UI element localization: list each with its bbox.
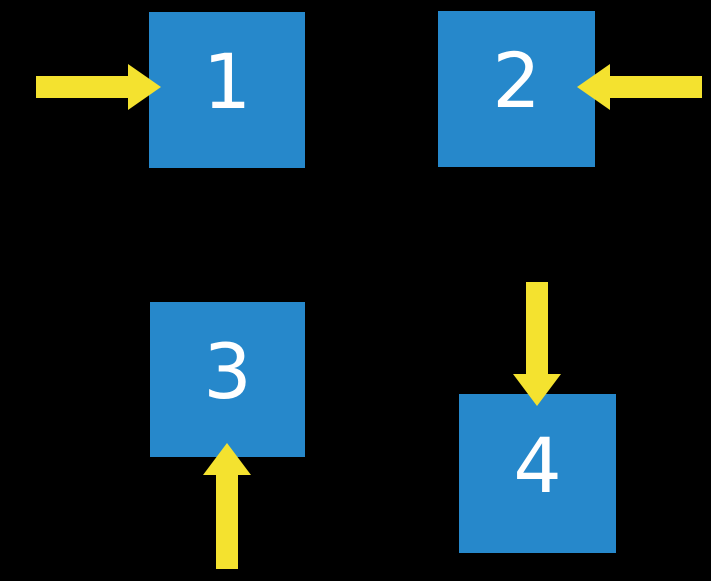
square-2: 2 (438, 11, 595, 167)
square-4-label: 4 (513, 420, 562, 510)
down-arrow-icon (513, 282, 561, 406)
arrow-shaft (36, 76, 131, 98)
arrow-head (128, 64, 161, 110)
arrow-shaft (526, 282, 548, 374)
left-arrow-icon (577, 64, 702, 110)
arrow-head (513, 374, 561, 406)
arrow-shaft (216, 473, 238, 569)
square-1: 1 (149, 12, 305, 168)
square-3: 3 (150, 302, 305, 457)
arrow-head (577, 64, 610, 110)
square-2-label: 2 (492, 36, 541, 125)
right-arrow-icon (36, 64, 161, 110)
up-arrow-icon (203, 443, 251, 569)
square-4: 4 (459, 394, 616, 553)
square-1-label: 1 (202, 37, 252, 126)
arrow-head (203, 443, 251, 475)
arrow-shaft (607, 76, 702, 98)
square-3-label: 3 (203, 326, 252, 416)
